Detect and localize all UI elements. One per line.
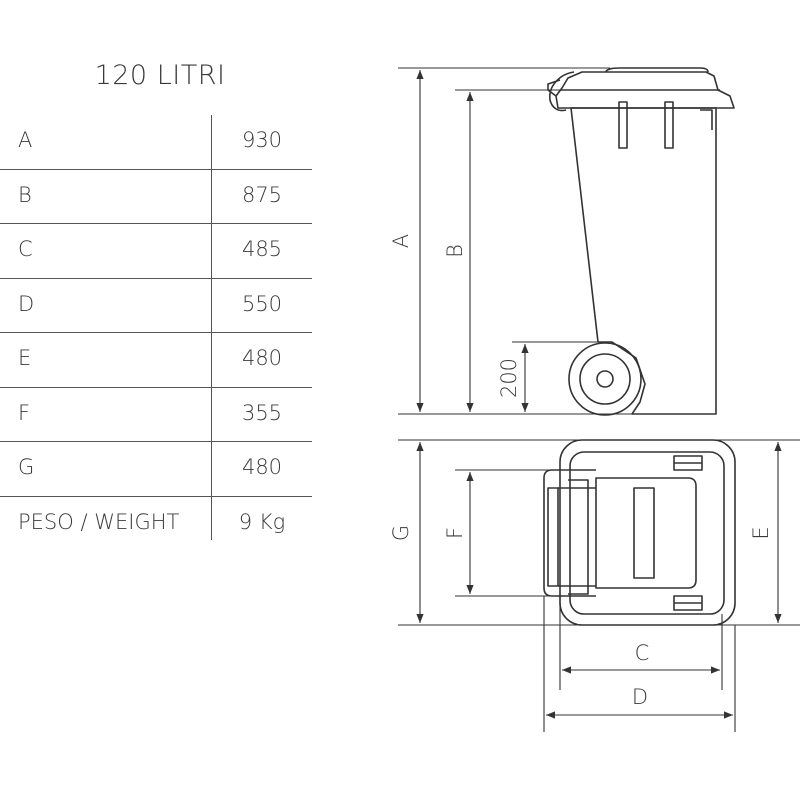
body-rib [664, 101, 674, 149]
spec-row-e: E 480 [0, 333, 312, 388]
spec-value: 930 [241, 128, 283, 152]
dimension-d [543, 596, 736, 732]
spec-row-g: G 480 [0, 442, 312, 497]
spec-value: 480 [241, 455, 283, 479]
spec-key: B [18, 182, 32, 207]
dimension-label-f: F [443, 527, 467, 539]
dimension-g [398, 439, 800, 626]
spec-row-weight: PESO / WEIGHT 9 Kg [0, 497, 312, 551]
dimension-f [455, 469, 552, 597]
spec-row-c: C 485 [0, 224, 312, 279]
spec-key: PESO / WEIGHT [18, 509, 180, 534]
table-divider [211, 115, 212, 540]
spec-key: C [18, 237, 33, 261]
dimension-label-c: C [635, 641, 650, 665]
dimension-label-d: D [632, 685, 648, 709]
spec-value: 355 [241, 400, 283, 425]
dimension-label-b: B [443, 244, 467, 258]
spec-value: 9 Kg [238, 509, 286, 534]
body-rib [618, 101, 628, 149]
spec-value: 480 [241, 346, 283, 370]
page-title: 120 LITRI [94, 60, 226, 91]
dimension-b [455, 89, 560, 412]
top-view [543, 439, 736, 626]
spec-key: G [18, 455, 35, 479]
spec-row-f: F 355 [0, 388, 312, 442]
dimension-label-a: A [389, 234, 413, 248]
spec-key: E [18, 346, 32, 370]
spec-row-b: B 875 [0, 170, 312, 224]
spec-key: D [18, 291, 35, 316]
spec-row-a: A 930 [0, 115, 312, 170]
lid-panel [595, 477, 697, 589]
spec-row-d: D 550 [0, 279, 312, 333]
side-view [547, 67, 735, 416]
dimension-label-e: E [749, 526, 773, 539]
dimension-c [559, 596, 723, 690]
bin-top-rim [559, 439, 736, 626]
lid-slot [633, 487, 655, 579]
spec-key: F [18, 400, 31, 425]
spec-key: A [18, 128, 33, 152]
spec-value: 485 [241, 237, 283, 261]
dimension-a [398, 67, 716, 415]
wheel [568, 342, 642, 416]
dimension-label-200: 200 [497, 358, 521, 398]
spec-table: A 930 B 875 C 485 D 550 E 480 F 355 G 48… [0, 115, 312, 550]
dimension-label-g: G [389, 525, 413, 541]
dimension-wheel-height [512, 341, 598, 412]
spec-value: 875 [241, 182, 283, 207]
spec-value: 550 [241, 291, 283, 316]
bin-body-outline [570, 107, 717, 415]
